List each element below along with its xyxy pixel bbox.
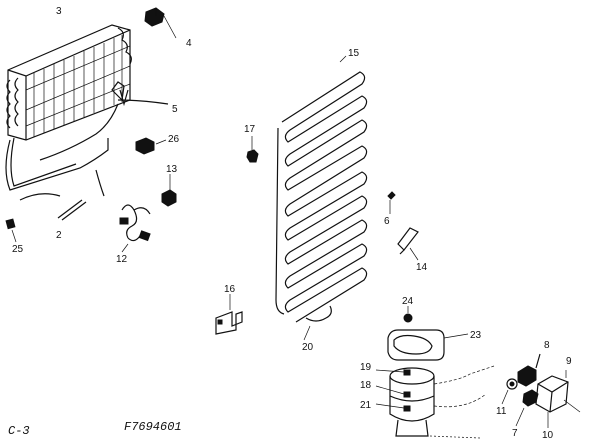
callout-26: 26	[168, 134, 180, 145]
condenser-part	[5, 24, 132, 191]
part-12-harness	[119, 204, 151, 253]
part-5-tube	[39, 89, 169, 197]
callout-8: 8	[544, 340, 550, 351]
callout-18: 18	[360, 380, 372, 391]
callout-21: 21	[360, 400, 372, 411]
relay-assembly-part	[515, 353, 581, 428]
callout-2: 2	[56, 230, 62, 241]
callout-12: 12	[116, 254, 128, 265]
part-15-evaporator-coil	[275, 55, 368, 323]
callout-11: 11	[496, 406, 507, 417]
part-6-clip	[387, 191, 396, 214]
part-4-block	[144, 7, 177, 39]
callout-7: 7	[512, 428, 518, 439]
compressor-part	[375, 365, 495, 439]
callout-20: 20	[302, 342, 314, 353]
part-14-piece	[397, 227, 419, 261]
callout-23: 23	[470, 330, 482, 341]
callout-9: 9	[566, 356, 572, 367]
part-11-fitting	[501, 378, 518, 405]
callout-13: 13	[166, 164, 178, 175]
part-24-grommet	[403, 306, 413, 323]
callout-3: 3	[56, 6, 62, 17]
callout-6: 6	[384, 216, 390, 227]
part-26-clip	[135, 137, 167, 155]
callout-10: 10	[542, 430, 554, 441]
callout-24: 24	[402, 296, 414, 307]
callout-5: 5	[172, 104, 178, 115]
callout-14: 14	[416, 262, 428, 273]
part-20-tube	[303, 305, 332, 341]
part-23-drain-pan	[387, 329, 469, 361]
callout-16: 16	[224, 284, 236, 295]
callout-4: 4	[186, 38, 192, 49]
part-25-grommet	[5, 218, 17, 243]
callout-25: 25	[12, 244, 24, 255]
callout-15: 15	[348, 48, 360, 59]
page-code: C-3	[8, 424, 30, 438]
part-17-plug	[246, 136, 259, 163]
callout-labels: 3 4 5 26 13 17 15 2 12 25 6 14 16 20 24 …	[12, 6, 572, 441]
part-2-tube	[19, 193, 87, 221]
callout-19: 19	[360, 362, 372, 373]
figure-code: F7694601	[124, 420, 182, 434]
part-16-bracket	[215, 294, 243, 335]
part-13-switch	[161, 174, 177, 207]
callout-17: 17	[244, 124, 256, 135]
